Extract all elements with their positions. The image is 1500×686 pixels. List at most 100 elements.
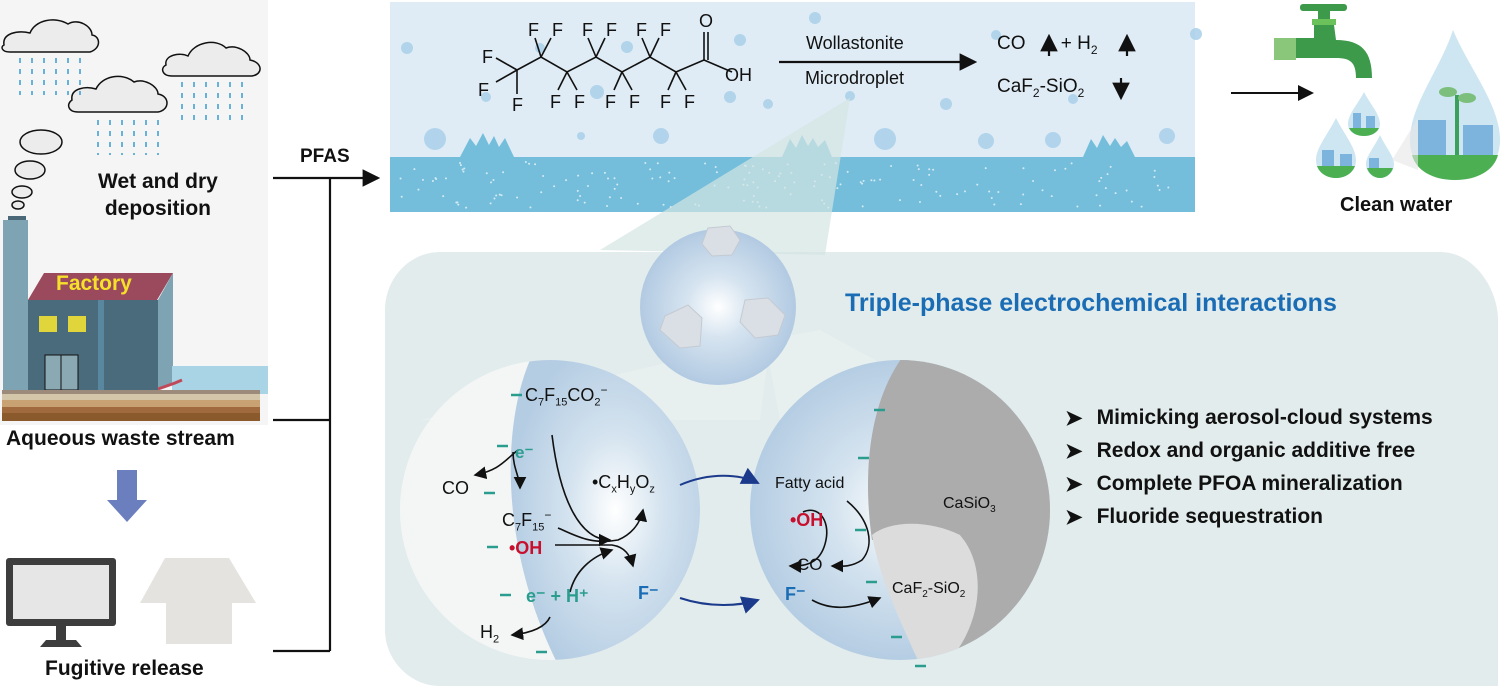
water-sparkle: [890, 164, 893, 167]
water-sparkle: [1106, 173, 1109, 176]
down-arrow-icon: [107, 470, 147, 522]
water-sparkle: [1153, 175, 1156, 178]
chem-sub: 2: [922, 589, 928, 601]
water-sparkle: [1125, 189, 1128, 192]
transfer-arrow: [679, 596, 760, 614]
water-sparkle: [1114, 192, 1117, 195]
water-sparkle: [1140, 205, 1143, 208]
water-sparkle: [1099, 204, 1102, 207]
zoom-cone: [600, 98, 850, 255]
water-sparkle: [576, 199, 579, 202]
deposition-label-line2: deposition: [104, 197, 211, 220]
deposition-label-line1: Wet and dry: [98, 170, 218, 193]
chimney: [8, 216, 26, 221]
water-pool: [172, 366, 268, 394]
water-sparkle: [1064, 167, 1067, 170]
hydroxyl-radical-label: •OH: [509, 538, 543, 558]
chem-sub: 7: [515, 521, 522, 534]
wollastonite-particle-icon: [659, 225, 786, 349]
atom-f: F: [582, 20, 593, 40]
water-sparkle: [928, 173, 931, 176]
water-sparkle: [920, 183, 923, 186]
water-sparkle: [591, 172, 594, 175]
water-sparkle: [1019, 203, 1022, 206]
water-sparkle: [516, 196, 519, 199]
clean-water-droplet-icon: [1348, 92, 1380, 136]
atom-f: F: [660, 92, 671, 112]
chem: CO: [567, 385, 595, 405]
atom-f: F: [605, 92, 616, 112]
water-sparkle: [963, 190, 966, 193]
monitor-icon: [6, 558, 116, 647]
electron-proton-label: e⁻ + H⁺: [526, 586, 589, 606]
water-sparkle: [492, 178, 495, 181]
transfer-arrow: [679, 467, 760, 486]
pfoa-structure: [495, 32, 733, 94]
water-sparkle: [898, 199, 901, 202]
water-sparkle: [542, 174, 545, 177]
water-sparkle: [861, 182, 864, 185]
water-sparkle: [528, 162, 531, 165]
chem-sub: 3: [990, 504, 996, 516]
water-sparkle: [861, 205, 864, 208]
chem-sub: z: [649, 483, 655, 496]
water-sparkle: [956, 193, 959, 196]
clean-water-droplet-icon: [1410, 30, 1500, 180]
atom-f: F: [512, 95, 523, 115]
left-droplet: [400, 360, 700, 660]
outflow-pipe: [157, 378, 183, 391]
highlight-item: ➤Complete PFOA mineralization: [1065, 451, 1433, 517]
arrowhead-bullet-icon: ➤: [1065, 472, 1083, 496]
water-sparkle: [462, 170, 465, 173]
chem: •C: [592, 472, 612, 492]
highlight-item: ➤ Redox and organic additive free: [1065, 418, 1433, 484]
product-sio2: -SiO: [1039, 76, 1078, 97]
water-sparkle: [620, 196, 623, 199]
water-sparkle: [417, 188, 420, 191]
water-sparkle: [649, 168, 652, 171]
caf2-sio2-label: CaF2-SiO2: [892, 580, 965, 600]
gas-release-arrow-icon: [1040, 33, 1136, 56]
water-sparkle: [1041, 189, 1044, 192]
water-sparkle: [586, 185, 589, 188]
highlight-text: Redox and organic additive free: [1096, 439, 1416, 462]
chem-sub: 2: [594, 396, 601, 409]
highlight-item: ➤ Mimicking aerosol-cloud systems: [1065, 385, 1433, 451]
factory-sign: Factory: [56, 272, 132, 295]
water-sparkle: [500, 194, 503, 197]
gas-products: CO + H2: [997, 33, 1098, 57]
water-sparkle: [659, 176, 662, 179]
water-sparkle: [608, 196, 611, 199]
radical-product-label: •CxHyOz: [592, 472, 655, 496]
water-sparkle: [1100, 176, 1103, 179]
fugitive-release-label: Fugitive release: [45, 657, 204, 680]
pfas-label: PFAS: [300, 146, 350, 167]
water-sparkle: [1095, 194, 1098, 197]
water-sparkle: [461, 168, 464, 171]
arrowhead-bullet-icon: ➤: [1065, 406, 1083, 430]
water-sparkle: [457, 203, 460, 206]
water-sparkle: [431, 179, 434, 182]
water-sparkle: [1167, 186, 1170, 189]
chem: C: [502, 510, 515, 530]
water-tap-icon: [1274, 4, 1372, 78]
co-label: CO: [797, 555, 823, 574]
water-sparkle: [434, 177, 437, 180]
arrowhead-bullet-icon: ➤: [1065, 439, 1083, 463]
chem: CaSiO: [943, 495, 991, 512]
chem: H: [616, 472, 630, 492]
water-sparkle: [1050, 195, 1053, 198]
water-sparkle: [1054, 169, 1057, 172]
highlight-text: Fluoride sequestration: [1096, 505, 1323, 528]
hydroxyl-radical-label: •OH: [790, 510, 824, 530]
water-sparkle: [485, 172, 488, 175]
atom-f: F: [660, 20, 671, 40]
water-sparkle: [603, 171, 606, 174]
highlight-text: Mimicking aerosol-cloud systems: [1096, 406, 1433, 429]
water-sparkle: [490, 181, 493, 184]
chem-sub: y: [629, 483, 636, 496]
water-sparkle: [502, 171, 505, 174]
zoom-cone: [1392, 118, 1418, 170]
water-sparkle: [939, 194, 942, 197]
aqueous-waste-label: Aqueous waste stream: [6, 427, 235, 450]
